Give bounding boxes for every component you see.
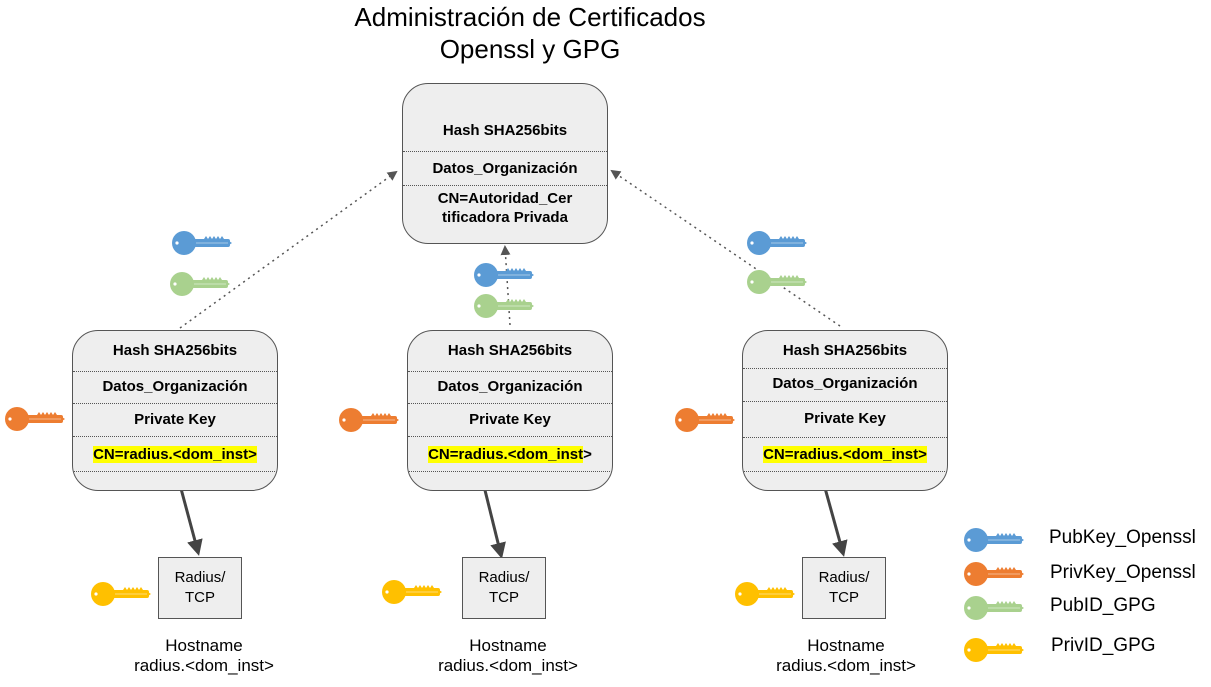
orange-key-icon — [5, 407, 65, 431]
legend-label-pubid-gpg: PubID_GPG — [1050, 595, 1156, 616]
server-cn: CN=radius.<dom_inst> — [428, 446, 592, 463]
server-hash: Hash SHA256bits — [447, 342, 573, 359]
radius-tcp-box-left: Radius/TCP — [158, 557, 242, 619]
diagram-title-line1: Administración de Certificados — [354, 2, 706, 32]
server-hash: Hash SHA256bits — [112, 342, 238, 359]
server-private-key: Private Key — [804, 410, 886, 427]
server-datos: Datos_Organización — [102, 378, 248, 395]
legend-yellow-key-icon — [964, 638, 1024, 662]
ca-cn-line2: tificadora Privada — [442, 209, 568, 226]
server-certificate-box-right: Hash SHA256bits Datos_Organización Priva… — [742, 330, 948, 491]
server-private-key: Private Key — [134, 411, 216, 428]
trust-line-center — [500, 245, 511, 326]
orange-key-icon — [339, 408, 399, 432]
server-certificate-box-center: Hash SHA256bits Datos_Organización Priva… — [407, 330, 613, 491]
trust-line-left — [179, 170, 398, 329]
legend-green-key-icon — [964, 596, 1024, 620]
green-key-icon — [170, 272, 230, 296]
yellow-key-icon — [382, 580, 442, 604]
diagram-title-line2: Openssl y GPG — [439, 34, 621, 64]
ca-certificate-box: Hash SHA256bits Datos_Organización CN=Au… — [402, 83, 608, 244]
legend-blue-key-icon — [964, 528, 1024, 552]
ca-cn-line1: CN=Autoridad_Cer — [437, 190, 573, 207]
orange-key-icon — [675, 408, 735, 432]
radius-tcp-box-center: Radius/TCP — [462, 557, 546, 619]
blue-key-icon — [172, 231, 232, 255]
ca-datos: Datos_Organización — [432, 160, 578, 177]
trust-line-right — [610, 169, 841, 327]
legend-orange-key-icon — [964, 562, 1024, 586]
blue-key-icon — [474, 263, 534, 287]
server-cn: CN=radius.<dom_inst> — [93, 446, 257, 463]
server-datos: Datos_Organización — [437, 378, 583, 395]
radius-tcp-box-right: Radius/TCP — [802, 557, 886, 619]
legend-label-privid-gpg: PrivID_GPG — [1051, 635, 1156, 656]
legend-label-privkey-openssl: PrivKey_Openssl — [1050, 562, 1196, 583]
server-hash: Hash SHA256bits — [782, 342, 908, 359]
yellow-key-icon — [735, 582, 795, 606]
ca-hash: Hash SHA256bits — [442, 122, 568, 139]
legend-label-pubkey-openssl: PubKey_Openssl — [1049, 527, 1196, 548]
server-cn: CN=radius.<dom_inst> — [763, 446, 927, 463]
server-datos: Datos_Organización — [772, 375, 918, 392]
server-private-key: Private Key — [469, 411, 551, 428]
yellow-key-icon — [91, 582, 151, 606]
green-key-icon — [747, 270, 807, 294]
server-certificate-box-left: Hash SHA256bits Datos_Organización Priva… — [72, 330, 278, 491]
blue-key-icon — [747, 231, 807, 255]
green-key-icon — [474, 294, 534, 318]
